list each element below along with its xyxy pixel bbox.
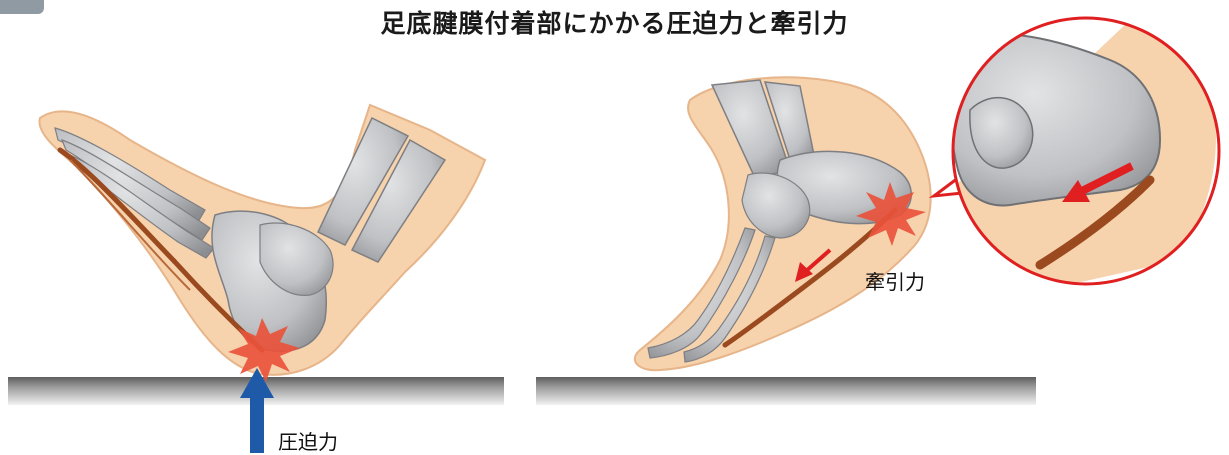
zoom-inset [934, 18, 1219, 300]
traction-label: 牽引力 [865, 266, 925, 295]
right-ground [536, 377, 1036, 405]
compression-label: 圧迫力 [278, 426, 338, 455]
